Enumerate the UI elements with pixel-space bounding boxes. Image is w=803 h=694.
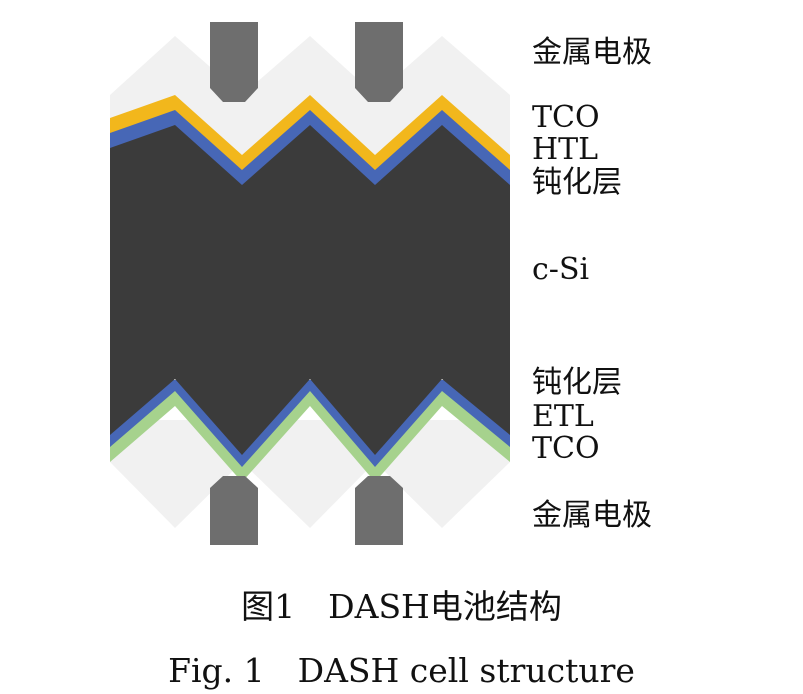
label-silicon: c-Si xyxy=(532,252,590,287)
figure-caption-english: Fig. 1 DASH cell structure xyxy=(168,651,635,690)
label-bottom-electrode: 金属电极 xyxy=(532,498,652,533)
label-passivation-bottom: 钝化层 xyxy=(532,365,622,400)
figure-caption-chinese: 图1 DASH电池结构 xyxy=(241,587,562,626)
silicon-wafer xyxy=(110,125,510,455)
label-top-electrode: 金属电极 xyxy=(532,35,652,70)
bottom-electrode-background xyxy=(110,420,510,528)
label-passivation-top: 钝化层 xyxy=(532,165,622,200)
top-electrode-finger-right xyxy=(355,22,403,102)
label-etl: ETL xyxy=(532,399,594,434)
bottom-electrode-finger-right xyxy=(355,476,403,545)
bottom-electrode-finger-left xyxy=(210,476,258,545)
label-tco-top: TCO xyxy=(532,100,600,135)
top-electrode-finger-left xyxy=(210,22,258,102)
label-htl: HTL xyxy=(532,132,599,167)
label-tco-bottom: TCO xyxy=(532,431,600,466)
